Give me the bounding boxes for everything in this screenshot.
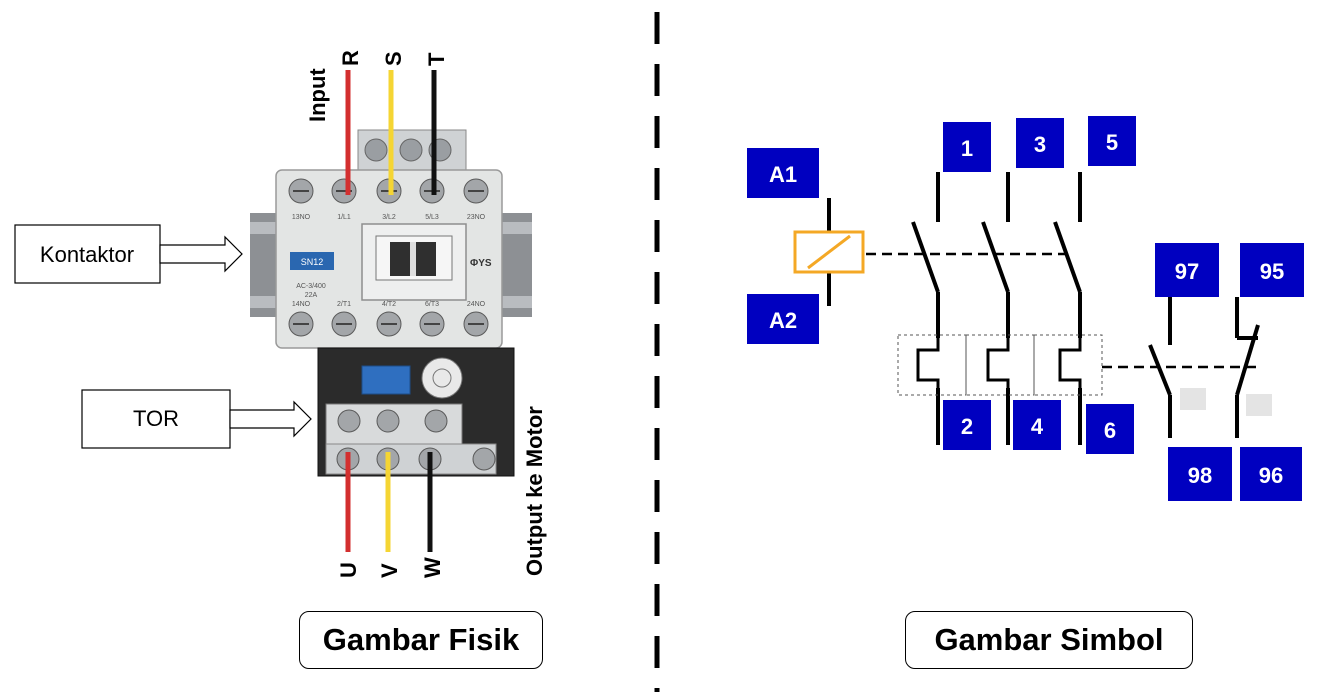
terminal-top-label: 1/L1 (337, 214, 351, 221)
terminal-bottom-label: 24NO (467, 301, 486, 308)
main-terminal-label: 3 (1034, 132, 1046, 157)
phase-out-label: W (420, 557, 445, 578)
phase-out-label: V (377, 563, 402, 578)
input-label: Input (305, 68, 330, 122)
contactor-badge (290, 252, 334, 270)
coil-terminal-label: A2 (769, 308, 797, 333)
tor-label: TOR (133, 406, 179, 431)
contactor-label-box (14, 224, 161, 284)
contactor-badge-text: SN12 (301, 257, 324, 267)
output-label: Output ke Motor (522, 406, 547, 576)
thermal-element-box (897, 334, 1103, 396)
terminal-top-label: 5/L3 (425, 214, 439, 221)
caption-physical-text: Gambar Fisik (322, 622, 520, 657)
contactor-arrow-icon (159, 235, 243, 273)
terminal-bottom-label: 6/T3 (425, 301, 439, 308)
physical-contactor-image: 13NO 1/L1 3/L2 5/L3 23NO SN12 ΦYS AC-3/4… (250, 70, 532, 552)
contactor-brand: ΦYS (470, 258, 492, 269)
caption-physical: Gambar Fisik (299, 611, 543, 669)
tor-arrow-icon (229, 400, 312, 438)
aux-terminal-label: 98 (1188, 463, 1212, 488)
terminal-bottom-label: 14NO (292, 301, 311, 308)
phase-in-label: R (338, 50, 363, 66)
aux-terminal-label: 95 (1260, 259, 1284, 284)
terminal-top-label: 13NO (292, 214, 311, 221)
phase-out-label: U (336, 562, 361, 578)
main-terminal-label: 1 (961, 136, 973, 161)
tor-label-box (81, 389, 231, 449)
contactor-label: Kontaktor (40, 242, 134, 267)
rating-text: 22A (305, 292, 318, 299)
phase-in-label: S (381, 51, 406, 66)
coil-symbol (793, 230, 865, 274)
aux-terminal-label: 97 (1175, 259, 1199, 284)
terminal-top-label: 3/L2 (382, 214, 396, 221)
terminal-bottom-label: 2/T1 (337, 301, 351, 308)
main-terminal-label: 5 (1106, 130, 1118, 155)
terminal-top-label: 23NO (467, 214, 486, 221)
main-terminal-label: 2 (961, 414, 973, 439)
main-terminal-label: 6 (1104, 418, 1116, 443)
rating-text: AC-3/400 (296, 283, 326, 290)
symbol-diagram (827, 172, 1260, 445)
terminal-labels: A1 A2 1 3 5 2 4 6 97 95 98 96 (747, 116, 1304, 501)
main-terminal-label: 4 (1031, 414, 1044, 439)
terminal-bottom-label: 4/T2 (382, 301, 396, 308)
caption-symbol-text: Gambar Simbol (934, 622, 1164, 657)
caption-symbol: Gambar Simbol (905, 611, 1193, 669)
phase-in-label: T (424, 52, 449, 66)
aux-terminal-label: 96 (1259, 463, 1283, 488)
coil-terminal-label: A1 (769, 162, 797, 187)
